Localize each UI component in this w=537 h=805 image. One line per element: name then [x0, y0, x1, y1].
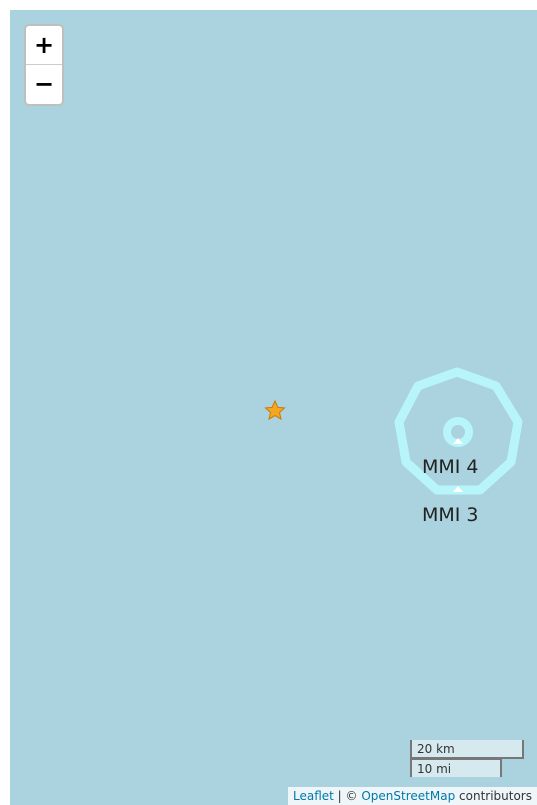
map-canvas[interactable]: MMI 4 MMI 3 + − 20 km 10 mi Leaflet | © … — [10, 10, 537, 805]
scale-imperial: 10 mi — [410, 758, 502, 777]
map-overlay — [264, 367, 523, 495]
attribution-separator: | © — [333, 789, 362, 803]
mmi-3-label-pointer — [453, 486, 463, 492]
scale-control: 20 km 10 mi — [410, 740, 524, 777]
mmi-4-label: MMI 4 — [422, 456, 479, 478]
openstreetmap-link[interactable]: OpenStreetMap — [361, 789, 456, 803]
leaflet-link[interactable]: Leaflet — [293, 789, 334, 803]
attribution-suffix: contributors — [455, 789, 532, 803]
mmi-3-label: MMI 3 — [422, 504, 479, 526]
attribution: Leaflet | © OpenStreetMap contributors — [288, 787, 537, 805]
zoom-control: + − — [24, 24, 64, 106]
zoom-out-button[interactable]: − — [33, 70, 55, 98]
scale-metric: 20 km — [410, 740, 524, 759]
mmi-4-label-pointer — [453, 438, 463, 444]
zoom-in-button[interactable]: + — [26, 26, 62, 65]
epicenter-star-icon[interactable] — [264, 399, 286, 421]
